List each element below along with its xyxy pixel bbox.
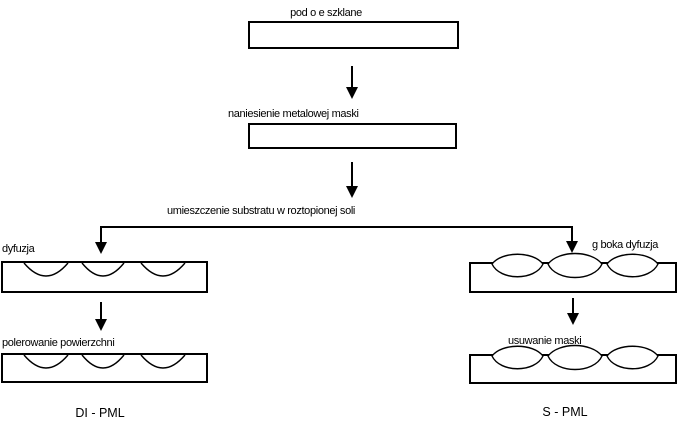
branch-right-arrowhead xyxy=(566,241,578,253)
label-molten-salt: umieszczenie substratu w roztopionej sol… xyxy=(167,205,355,217)
label-metal-mask: naniesienie metalowej maski xyxy=(228,108,359,120)
label-glass-substrate: pod o e szklane xyxy=(290,7,362,19)
lens-cavity-icon xyxy=(23,354,69,369)
arrow-down-1 xyxy=(346,66,358,99)
arrow-down-right xyxy=(567,298,579,325)
branch-left-arrowhead xyxy=(95,242,107,254)
label-mask-removal: usuwanie maski xyxy=(508,335,581,347)
label-result-s-pml: S - PML xyxy=(542,405,587,419)
lens-cavity-icon xyxy=(140,354,186,369)
label-diffusion: dyfuzja xyxy=(2,243,36,255)
wafer-bulged-lenses-1 xyxy=(469,252,677,293)
wafer-shallow-lenses-1 xyxy=(1,261,208,293)
box-metal-mask xyxy=(248,123,457,149)
lens-cavity-icon xyxy=(23,262,69,277)
lens-cavity-icon xyxy=(140,262,186,277)
arrow-down-left xyxy=(95,302,107,331)
branch-connector xyxy=(95,226,578,254)
lens-bulge-icon xyxy=(491,253,544,278)
arrow-down-2 xyxy=(346,162,358,198)
lens-cavity-icon xyxy=(81,354,125,369)
wafer-shallow-lenses-2 xyxy=(1,353,208,383)
lens-bulge-icon xyxy=(606,345,659,370)
lens-bulge-icon xyxy=(547,344,603,371)
label-deep-diffusion: g boka dyfuzja xyxy=(592,239,659,251)
label-result-di-pml: DI - PML xyxy=(75,406,124,420)
label-surface-polishing: polerowanie powierzchni xyxy=(2,337,114,349)
lens-bulge-icon xyxy=(606,253,659,278)
wafer-bulged-lenses-2 xyxy=(469,344,677,384)
box-glass-substrate xyxy=(248,21,459,49)
lens-cavity-icon xyxy=(81,262,125,277)
lens-bulge-icon xyxy=(547,252,603,279)
lens-bulge-icon xyxy=(491,345,544,370)
